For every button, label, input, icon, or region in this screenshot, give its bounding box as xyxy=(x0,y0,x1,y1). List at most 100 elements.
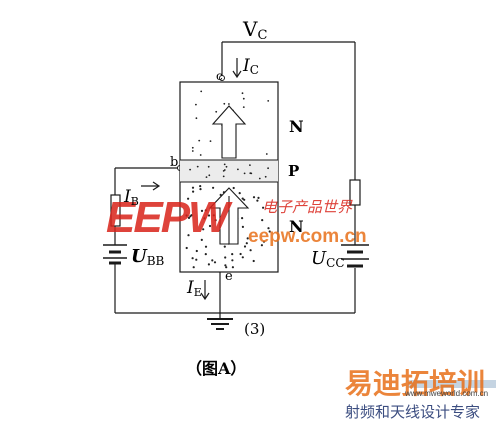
carrier-dot xyxy=(249,164,251,167)
carrier-dot xyxy=(267,100,270,102)
carrier-dot xyxy=(242,97,245,100)
carrier-dot xyxy=(195,258,198,261)
carrier-dot xyxy=(189,215,192,218)
n-top-label: N xyxy=(289,117,304,136)
carrier-dot xyxy=(231,259,234,262)
carrier-dot xyxy=(257,196,260,199)
carrier-dot xyxy=(185,214,188,217)
p-label: P xyxy=(288,162,299,180)
carrier-dot xyxy=(241,197,244,200)
carrier-dot xyxy=(215,110,218,113)
eepw-url: eepw.com.cn xyxy=(248,226,367,247)
carrier-dot xyxy=(214,219,217,222)
current-arrow-top xyxy=(211,105,247,159)
carrier-dot xyxy=(238,192,241,195)
carrier-dot xyxy=(189,168,192,171)
carrier-dot xyxy=(195,249,198,253)
carrier-dot xyxy=(225,165,228,168)
carrier-dot xyxy=(239,252,242,256)
carrier-dot xyxy=(265,153,268,155)
carrier-dot xyxy=(199,188,202,191)
carrier-dot xyxy=(237,168,239,171)
carrier-dot xyxy=(243,198,246,201)
carrier-dot xyxy=(231,253,234,256)
carrier-dot xyxy=(208,174,211,177)
carrier-dot xyxy=(187,216,191,219)
edu-url: www.mweworld.com.cn xyxy=(404,389,488,398)
carrier-dot xyxy=(204,209,207,212)
carrier-dot xyxy=(260,244,263,247)
carrier-dot xyxy=(231,266,234,269)
ic-arrow xyxy=(232,58,242,79)
carrier-dot xyxy=(241,217,244,220)
mweworld-watermark: 易迪拓培训 射频和天线设计专家 www.mweworld.com.cn xyxy=(345,367,496,421)
carrier-dot xyxy=(191,257,194,260)
carrier-dot xyxy=(204,253,207,256)
carrier-dot xyxy=(208,224,212,228)
carrier-dot xyxy=(207,214,211,217)
ucc-label: UCC xyxy=(311,248,345,270)
carrier-dot xyxy=(264,175,267,178)
carrier-dot xyxy=(223,245,226,248)
carrier-dot xyxy=(202,228,205,231)
mweworld-bar xyxy=(408,380,496,388)
circuit-wires xyxy=(114,41,356,318)
carrier-dot xyxy=(267,167,269,170)
ib-arrow xyxy=(141,181,161,191)
emitter-terminal-label: e xyxy=(225,269,233,284)
eepw-watermark: EEPW 电子产品世界 eepw.com.cn xyxy=(106,193,367,247)
carrier-dot xyxy=(262,240,266,243)
carrier-dot xyxy=(203,217,206,220)
n-bottom-label: N xyxy=(289,217,304,236)
carrier-dot xyxy=(209,140,212,143)
carrier-dot xyxy=(241,225,244,228)
carrier-dot xyxy=(252,196,256,199)
carrier-dot xyxy=(200,209,204,212)
figure-number: (3) xyxy=(244,320,265,338)
carrier-dot xyxy=(246,237,249,240)
carrier-dot xyxy=(268,230,271,233)
p-region xyxy=(180,160,278,182)
edu-cn-text: 易迪拓培训 xyxy=(345,367,485,400)
base-terminal-label: b xyxy=(170,155,178,170)
carrier-dot xyxy=(200,90,203,93)
carrier-dot xyxy=(224,256,227,259)
ib-label: IB xyxy=(123,187,139,208)
carrier-dot xyxy=(187,234,190,237)
carrier-dot xyxy=(249,249,252,252)
collector-terminal xyxy=(219,75,225,81)
collector-terminal-label: c xyxy=(216,69,223,83)
carrier-dot xyxy=(191,186,195,189)
carrier-dot xyxy=(213,261,217,264)
carrier-dot xyxy=(207,263,210,266)
carrier-dot xyxy=(243,172,246,175)
carrier-dot xyxy=(200,238,203,241)
carrier-dot xyxy=(192,190,195,193)
carrier-dot xyxy=(198,139,201,142)
carrier-dot xyxy=(243,245,247,248)
ic-label: IC xyxy=(242,56,259,77)
vc-label: VC xyxy=(242,17,267,43)
carrier-dot xyxy=(195,103,197,106)
ie-label: IE xyxy=(186,278,202,299)
carrier-dot xyxy=(256,199,259,202)
carrier-dot xyxy=(191,150,194,152)
carrier-dot xyxy=(185,246,188,250)
carrier-dot xyxy=(205,176,208,179)
collector-resistor xyxy=(349,179,361,206)
carrier-dot xyxy=(224,264,227,267)
carrier-dot xyxy=(207,165,210,168)
carrier-dot xyxy=(242,106,245,108)
carrier-dot xyxy=(199,185,202,188)
carrier-dot xyxy=(222,175,225,178)
carrier-dot xyxy=(232,186,235,190)
eepw-cn-text: 电子产品世界 xyxy=(262,198,353,216)
carrier-dot xyxy=(223,102,226,105)
carrier-dot xyxy=(241,256,244,259)
carrier-dot xyxy=(252,259,255,263)
ground-icon xyxy=(207,318,233,330)
carrier-dot xyxy=(212,214,215,217)
ie-arrow xyxy=(200,280,210,301)
carrier-dot xyxy=(223,169,226,171)
